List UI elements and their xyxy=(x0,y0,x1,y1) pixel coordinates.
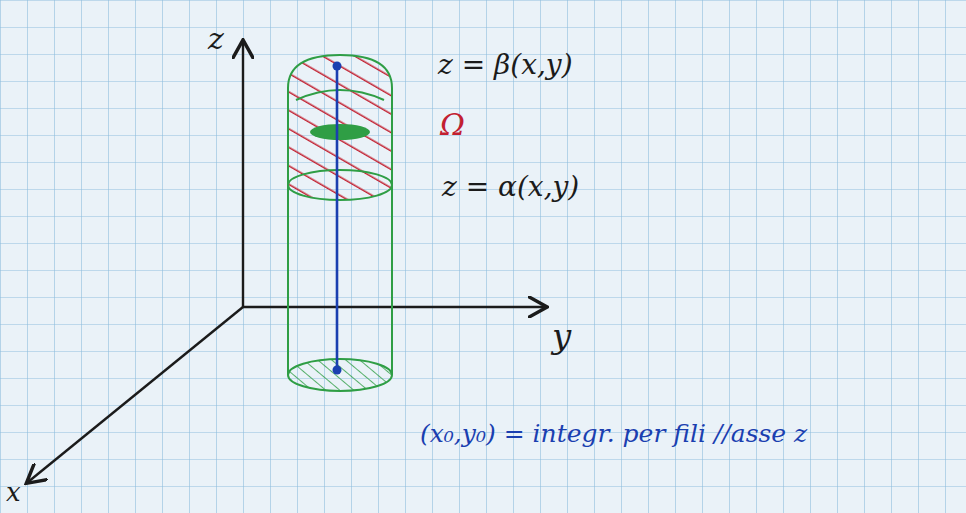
fibre-dot xyxy=(333,366,342,375)
cylinder xyxy=(288,55,392,375)
fibre-line xyxy=(336,66,339,370)
region-hatch xyxy=(288,55,392,200)
surface-label: z = α(x,y) xyxy=(442,172,579,203)
axes xyxy=(28,42,545,482)
fibre-dot xyxy=(333,62,342,71)
projection-domain xyxy=(288,359,392,391)
note: (x₀,y₀) = integr. per fili //asse z xyxy=(420,420,807,448)
axis-label: y xyxy=(552,318,571,355)
axis-label: z xyxy=(208,22,224,55)
surface-label: z = β(x,y) xyxy=(438,50,573,81)
axis-label: x xyxy=(6,478,21,507)
region-label: Ω xyxy=(440,108,465,141)
upper-surface xyxy=(310,124,370,140)
